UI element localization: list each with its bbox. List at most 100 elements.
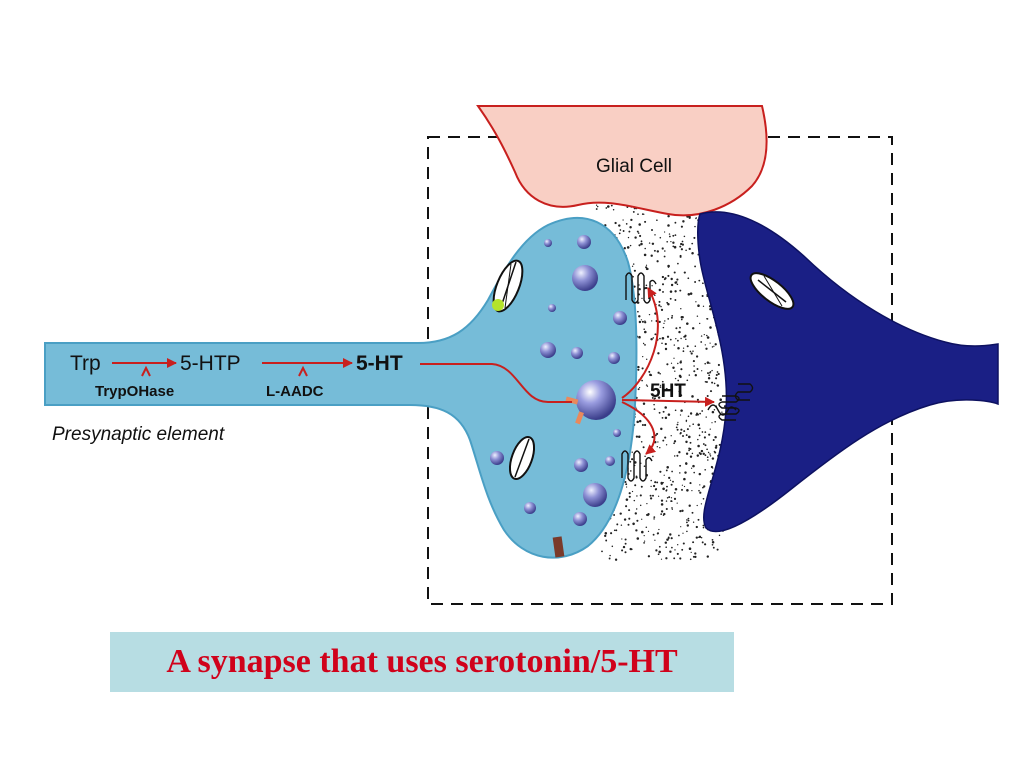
cleft-dot xyxy=(676,428,679,431)
cleft-dot xyxy=(667,302,670,306)
cleft-dot xyxy=(620,524,623,526)
cleft-dot xyxy=(711,539,714,541)
cleft-dot xyxy=(656,260,659,263)
cleft-dot xyxy=(666,240,669,243)
cleft-dot xyxy=(671,315,674,317)
cleft-dot xyxy=(642,446,645,449)
cleft-dot xyxy=(667,224,670,227)
cleft-dot xyxy=(637,310,639,313)
cleft-dot xyxy=(632,275,634,278)
cleft-dot xyxy=(638,284,640,286)
cleft-dot xyxy=(672,480,674,483)
cleft-dot xyxy=(681,548,684,551)
cleft-dot xyxy=(633,285,636,288)
cleft-dot xyxy=(689,350,692,353)
cleft-dot xyxy=(673,344,676,346)
cleft-dot xyxy=(703,436,706,439)
cleft-dot xyxy=(678,330,681,334)
cleft-dot xyxy=(681,240,684,243)
cleft-dot xyxy=(644,423,647,427)
autoreceptor-upper xyxy=(625,272,657,304)
cleft-dot xyxy=(632,263,635,265)
green-granule xyxy=(492,299,504,311)
cleft-dot xyxy=(604,534,607,538)
cleft-dot xyxy=(692,423,695,426)
cleft-dot xyxy=(677,379,680,382)
cleft-dot xyxy=(706,336,710,339)
cleft-dot xyxy=(670,497,673,499)
cleft-dot xyxy=(657,553,660,556)
cleft-dot xyxy=(596,205,599,208)
vesicle xyxy=(608,352,620,364)
cleft-dot xyxy=(674,234,677,237)
cleft-dot xyxy=(608,557,611,560)
cleft-dot xyxy=(669,550,672,553)
cleft-dot xyxy=(660,308,664,312)
cleft-dot xyxy=(673,271,676,274)
cleft-dot xyxy=(658,300,661,303)
cleft-dot xyxy=(673,557,676,560)
cleft-dot xyxy=(686,524,689,527)
cleft-dot xyxy=(693,370,696,373)
cleft-dot xyxy=(695,413,698,416)
cleft-dot xyxy=(663,474,665,476)
cleft-dot xyxy=(704,444,707,447)
cleft-dot xyxy=(662,487,665,491)
cleft-dot xyxy=(668,233,671,235)
enzyme-caret-laadc xyxy=(298,365,308,377)
cleft-dot xyxy=(697,518,700,521)
cleft-dot xyxy=(718,534,721,537)
cleft-dot xyxy=(713,345,715,347)
cleft-dot xyxy=(637,368,640,371)
cleft-dot xyxy=(673,497,677,500)
transporter-stub xyxy=(565,396,579,405)
cleft-dot xyxy=(685,434,688,437)
cleft-dot xyxy=(661,247,664,250)
cleft-dot xyxy=(685,462,688,466)
cleft-dot xyxy=(680,316,683,319)
cleft-dot xyxy=(621,549,624,552)
cleft-dot xyxy=(675,281,678,283)
cleft-dot xyxy=(666,538,669,541)
cleft-dot xyxy=(705,347,708,350)
cleft-dot xyxy=(704,362,706,365)
cleft-dot xyxy=(628,492,631,495)
cleft-dot xyxy=(661,283,665,286)
cleft-dot xyxy=(634,512,637,515)
cleft-dot xyxy=(664,436,667,439)
cleft-dot xyxy=(645,358,648,361)
cleft-dot xyxy=(652,533,655,536)
cleft-dot xyxy=(640,319,643,321)
cleft-dot xyxy=(658,545,661,548)
cleft-dot xyxy=(636,230,639,233)
cleft-dot xyxy=(651,285,653,287)
cleft-dot xyxy=(688,504,691,507)
cleft-dot xyxy=(632,522,635,526)
cleft-dot xyxy=(629,226,632,229)
cleft-dot xyxy=(666,363,669,366)
cleft-dot xyxy=(657,495,660,497)
cleft-dot xyxy=(614,558,618,561)
cleft-dot xyxy=(697,304,700,307)
cleft-dot xyxy=(689,482,692,485)
cleft-dot xyxy=(658,320,661,324)
cleft-dot xyxy=(686,322,689,325)
vesicle xyxy=(605,456,615,466)
cleft-dot xyxy=(694,374,697,377)
cleft-dot xyxy=(715,373,718,377)
cleft-dot xyxy=(643,534,645,537)
cleft-dot xyxy=(706,318,708,320)
cleft-dot xyxy=(680,428,683,431)
cleft-dot xyxy=(695,525,698,529)
cleft-dot xyxy=(644,247,646,250)
cleft-dot xyxy=(675,383,678,386)
cleft-dot xyxy=(619,512,622,515)
cleft-dot xyxy=(694,225,696,228)
cleft-dot xyxy=(636,537,640,540)
cleft-dot xyxy=(661,380,664,383)
cleft-dot xyxy=(686,530,688,533)
cleft-dot xyxy=(670,537,673,540)
cleft-dot xyxy=(637,232,640,234)
cleft-dot xyxy=(637,365,640,369)
cleft-dot xyxy=(692,555,695,558)
